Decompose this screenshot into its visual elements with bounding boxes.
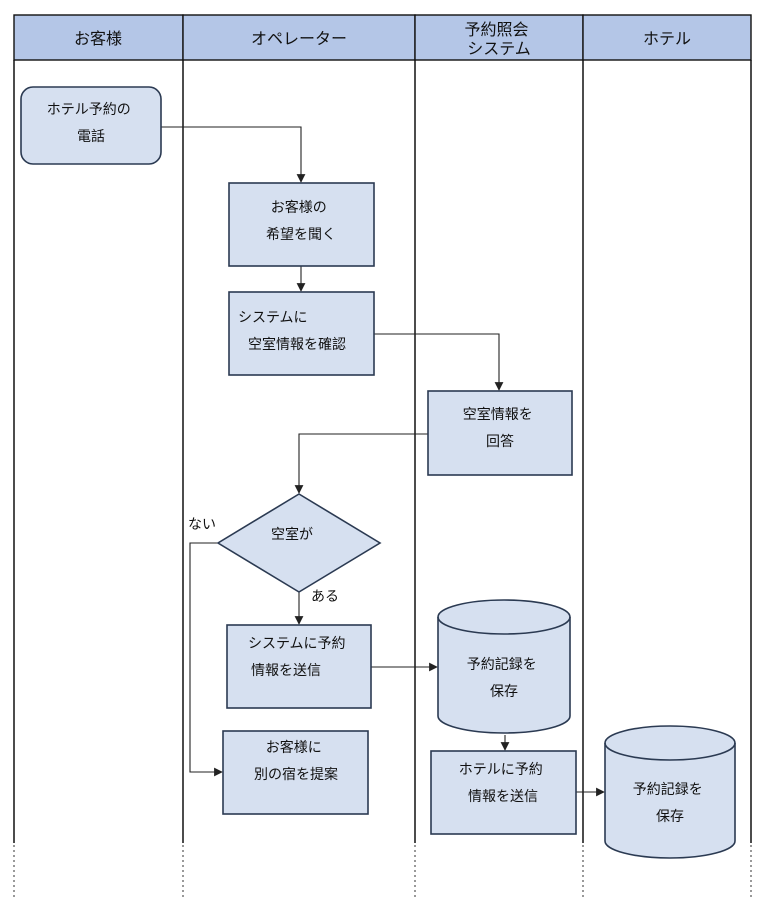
node-save2[interactable]: 予約記録を 保存: [604, 725, 736, 859]
lane-title-system: 予約照会 システム: [464, 20, 533, 58]
edge-label-no: ない: [188, 517, 216, 533]
node-call[interactable]: ホテル予約の 電話: [20, 86, 162, 165]
node-call-line-1: ホテル予約の: [47, 102, 131, 118]
node-answer-shape: [427, 390, 573, 476]
node-save2-label: 予約記録を 保存: [633, 781, 707, 825]
lane-dividers: [13, 60, 752, 843]
node-save2-line-1: 予約記録を: [633, 781, 703, 798]
node-answer-line-1: 空室情報を: [463, 406, 533, 423]
node-check-line-1: システムに: [238, 310, 308, 326]
connectors: [161, 126, 605, 797]
edge-check-to-answer: [374, 333, 504, 391]
node-hear-line-1: お客様の: [271, 199, 327, 216]
lane-header-row: お客様 オペレーター 予約照会 システム ホテル: [13, 14, 752, 61]
node-save2-top-rim: [604, 742, 736, 761]
lane-title-customer: お客様: [74, 29, 122, 48]
node-hear[interactable]: お客様の 希望を聞く: [228, 182, 375, 267]
nodes: ホテル予約の 電話 お客様の 希望を聞く システムに 空室情報を確認 空室情報を…: [20, 86, 736, 859]
node-decision-label: 空室が: [271, 526, 313, 543]
node-answer[interactable]: 空室情報を 回答: [427, 390, 573, 476]
node-save1-line-2: 保存: [490, 684, 518, 700]
node-call-line-2: 電話: [77, 128, 105, 145]
node-send1-label: システムに予約 情報を送信: [248, 636, 350, 679]
node-save1-top-rim: [437, 616, 571, 635]
edge-decision-no-to-propose: [189, 542, 223, 777]
node-answer-line-2: 回答: [486, 433, 514, 450]
node-call-label: ホテル予約の 電話: [47, 102, 135, 145]
lane-title-system-line-2: システム: [467, 39, 531, 58]
node-propose-line-2: 別の宿を提案: [254, 766, 338, 783]
node-propose-line-1: お客様に: [266, 739, 322, 756]
node-save2-shape: [604, 725, 736, 859]
lane-dividers-dotted: [13, 845, 752, 898]
node-send1-shape: [226, 624, 372, 709]
node-send1-line-1: システムに予約: [248, 636, 346, 652]
edge-answer-to-decision: [294, 433, 428, 494]
node-hear-label: お客様の 希望を聞く: [266, 199, 336, 243]
node-save1-shape: [437, 599, 571, 734]
node-decision[interactable]: 空室が: [216, 493, 382, 593]
node-send2-line-1: ホテルに予約: [459, 762, 543, 778]
lane-header-hotel: [582, 14, 752, 61]
lane-title-hotel: ホテル: [643, 29, 691, 48]
node-call-shape: [20, 86, 162, 165]
node-check-line-2: 空室情報を確認: [248, 336, 346, 353]
node-send1[interactable]: システムに予約 情報を送信: [226, 624, 372, 709]
node-save2-line-2: 保存: [656, 809, 684, 825]
node-propose[interactable]: お客様に 別の宿を提案: [222, 730, 369, 815]
edge-call-to-hear: [161, 126, 306, 183]
node-check-label: システムに 空室情報を確認: [238, 310, 346, 353]
node-decision-shape: [216, 493, 382, 593]
lane-header-customer: [13, 14, 184, 61]
node-hear-line-2: 希望を聞く: [266, 227, 336, 243]
node-send1-line-2: 情報を送信: [251, 663, 321, 679]
lane-title-system-line-1: 予約照会: [464, 20, 528, 39]
node-answer-label: 空室情報を 回答: [463, 406, 537, 450]
edge-label-yes: ある: [311, 589, 339, 605]
node-send2-line-2: 情報を送信: [468, 789, 538, 805]
node-save1-label: 予約記録を 保存: [467, 656, 541, 700]
node-save1[interactable]: 予約記録を 保存: [437, 599, 571, 734]
node-check[interactable]: システムに 空室情報を確認: [228, 291, 375, 376]
node-save1-line-1: 予約記録を: [467, 656, 537, 673]
node-propose-label: お客様に 別の宿を提案: [254, 739, 338, 783]
node-send2-label: ホテルに予約 情報を送信: [459, 762, 547, 805]
lane-header-system: [414, 14, 584, 61]
node-send2-shape: [430, 750, 577, 835]
node-propose-shape: [222, 730, 369, 815]
lane-header-operator: [182, 14, 416, 61]
node-hear-shape: [228, 182, 375, 267]
node-send2[interactable]: ホテルに予約 情報を送信: [430, 750, 577, 835]
node-check-shape: [228, 291, 375, 376]
lane-title-operator: オペレーター: [251, 29, 347, 48]
